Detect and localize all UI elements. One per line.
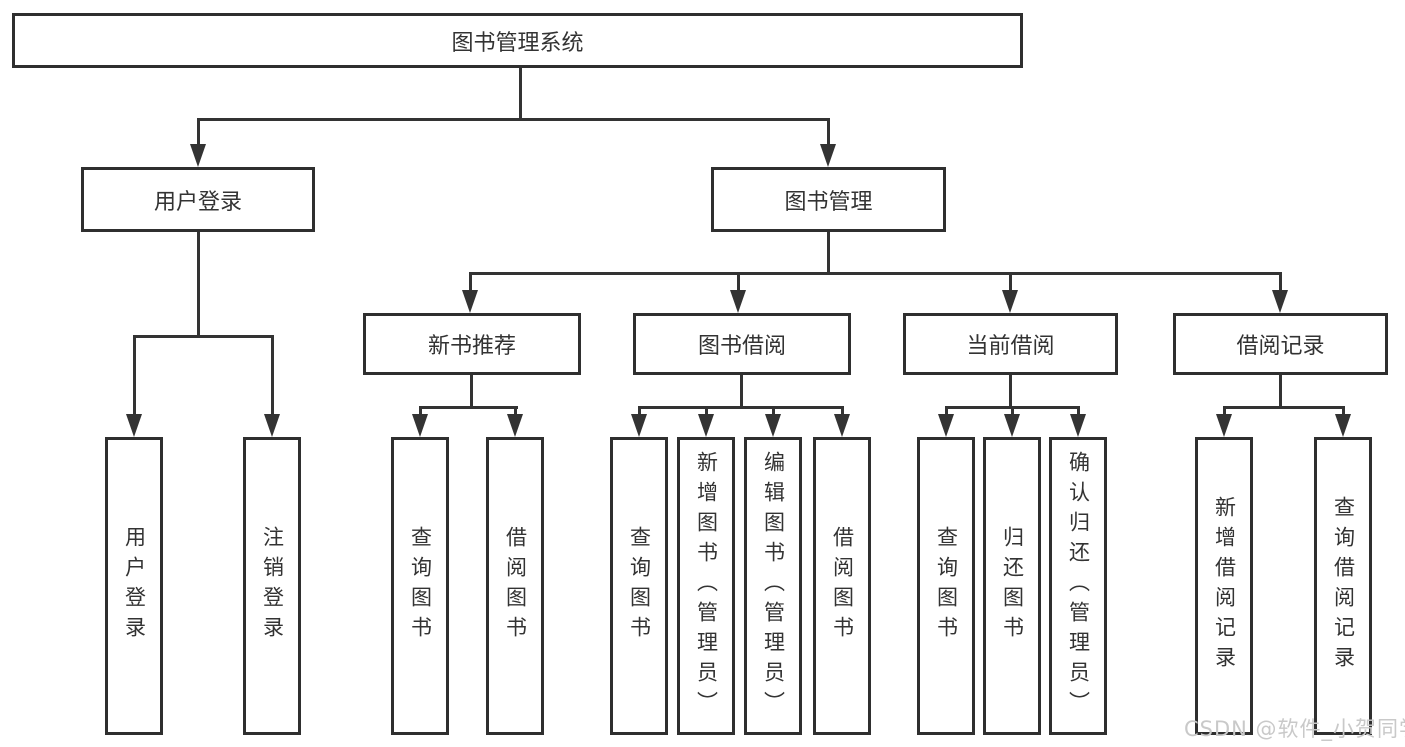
connector-line [1342, 406, 1345, 419]
arrow-down-icon [834, 414, 850, 437]
node-borrow-records: 借阅记录 [1173, 313, 1388, 375]
connector-line [1009, 272, 1012, 292]
connector-line [1223, 406, 1226, 419]
arrow-down-icon [507, 414, 523, 437]
node-label: 查询图书 [408, 526, 433, 646]
connector-line [1077, 406, 1080, 419]
connector-line [519, 68, 522, 121]
arrow-down-icon [698, 414, 714, 437]
leaf-borrow-books-borrow: 借阅图书 [813, 437, 871, 735]
connector-line [1223, 406, 1345, 409]
node-label: 注销登录 [260, 526, 285, 646]
arrow-down-icon [730, 290, 746, 313]
arrow-down-icon [820, 144, 836, 167]
arrow-down-icon [264, 414, 280, 437]
arrow-down-icon [1216, 414, 1232, 437]
connector-line [772, 406, 775, 419]
connector-line [1011, 406, 1014, 419]
connector-line [469, 272, 472, 292]
connector-line [740, 375, 743, 409]
arrow-down-icon [412, 414, 428, 437]
watermark: CSDN @软件_小贺同学 [1184, 717, 1405, 741]
connector-line [133, 335, 136, 417]
connector-line [133, 335, 274, 338]
node-label: 归还图书 [1000, 526, 1025, 646]
connector-line [197, 232, 200, 338]
node-label: 查询图书 [627, 526, 652, 646]
node-label: 借阅图书 [830, 526, 855, 646]
connector-line [638, 406, 641, 419]
arrow-down-icon [631, 414, 647, 437]
node-label: 图书管理 [784, 189, 873, 215]
arrow-down-icon [190, 144, 206, 167]
arrow-down-icon [1070, 414, 1086, 437]
connector-line [638, 406, 844, 409]
arrow-down-icon [1272, 290, 1288, 313]
node-label: 新增图书（管理员） [694, 451, 719, 721]
connector-line [827, 232, 830, 275]
connector-line [737, 272, 740, 292]
node-label: 图书借阅 [697, 334, 786, 359]
node-label: 查询图书 [934, 526, 959, 646]
node-label: 用户登录 [153, 189, 242, 215]
connector-line [705, 406, 708, 419]
connector-line [197, 118, 200, 148]
leaf-add-borrow-record: 新增借阅记录 [1195, 437, 1253, 735]
connector-line [419, 406, 422, 419]
arrow-down-icon [765, 414, 781, 437]
node-label: 借阅图书 [503, 526, 528, 646]
leaf-query-books-current: 查询图书 [917, 437, 975, 735]
node-label: 编辑图书（管理员） [761, 451, 786, 721]
node-user-login: 用户登录 [81, 167, 315, 232]
connector-line [419, 406, 518, 409]
connector-line [514, 406, 517, 419]
node-library-management-system: 图书管理系统 [12, 13, 1023, 68]
leaf-add-book-admin: 新增图书（管理员） [677, 437, 735, 735]
node-label: 图书管理系统 [451, 30, 584, 56]
leaf-confirm-return-admin: 确认归还（管理员） [1049, 437, 1107, 735]
connector-line [1279, 272, 1282, 292]
arrow-down-icon [1335, 414, 1351, 437]
node-label: 确认归还（管理员） [1066, 451, 1091, 721]
connector-line [827, 118, 830, 148]
arrow-down-icon [1004, 414, 1020, 437]
node-label: 新书推荐 [427, 334, 516, 359]
leaf-edit-book-admin: 编辑图书（管理员） [744, 437, 802, 735]
leaf-borrow-books-recommend: 借阅图书 [486, 437, 544, 735]
connector-line [945, 406, 948, 419]
arrow-down-icon [462, 290, 478, 313]
arrow-down-icon [126, 414, 142, 437]
connector-line [271, 335, 274, 417]
node-label: 查询借阅记录 [1331, 496, 1356, 676]
node-label: 借阅记录 [1236, 334, 1325, 359]
connector-line [197, 118, 830, 121]
node-book-management: 图书管理 [711, 167, 946, 232]
leaf-user-login: 用户登录 [105, 437, 163, 735]
connector-line [469, 272, 1282, 275]
leaf-query-books-borrow: 查询图书 [610, 437, 668, 735]
node-new-book-recommend: 新书推荐 [363, 313, 581, 375]
node-label: 用户登录 [122, 526, 147, 646]
arrow-down-icon [1002, 290, 1018, 313]
leaf-query-books-recommend: 查询图书 [391, 437, 449, 735]
leaf-logout: 注销登录 [243, 437, 301, 735]
node-label: 当前借阅 [966, 334, 1055, 359]
connector-line [470, 375, 473, 409]
node-label: 新增借阅记录 [1212, 496, 1237, 676]
node-current-borrow: 当前借阅 [903, 313, 1118, 375]
leaf-return-book: 归还图书 [983, 437, 1041, 735]
connector-line [1009, 375, 1012, 409]
connector-line [841, 406, 844, 419]
node-book-borrow: 图书借阅 [633, 313, 851, 375]
arrow-down-icon [938, 414, 954, 437]
leaf-query-borrow-record: 查询借阅记录 [1314, 437, 1372, 735]
connector-line [1279, 375, 1282, 409]
